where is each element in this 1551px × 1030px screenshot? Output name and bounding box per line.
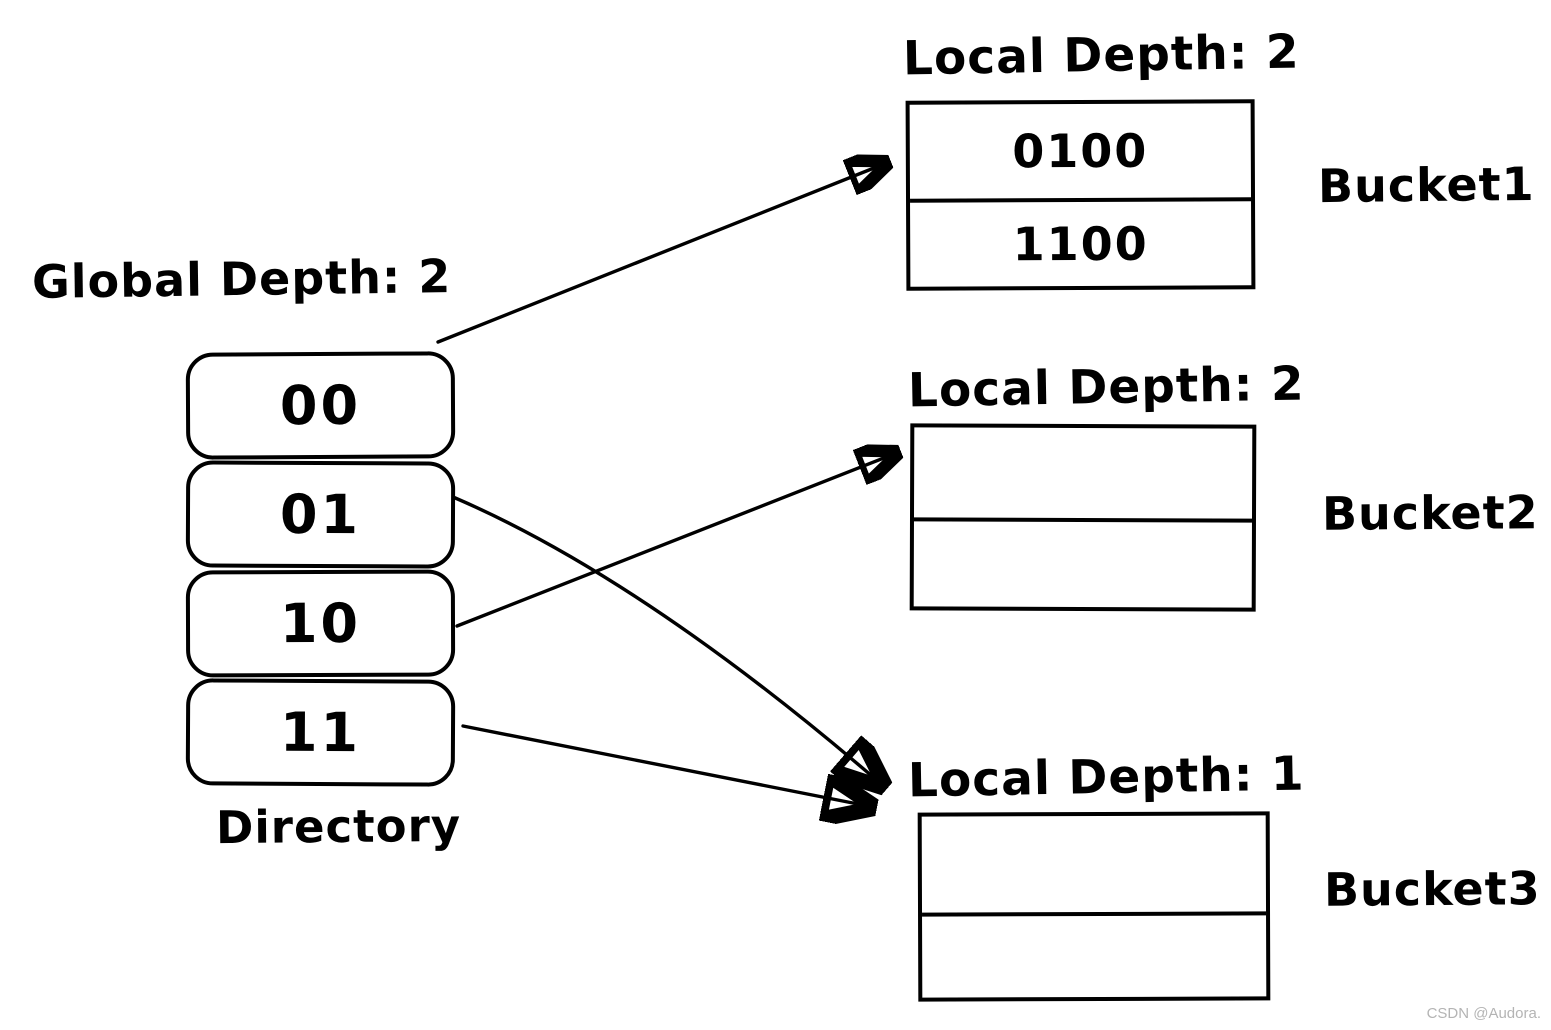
bucket3-name-label: Bucket3 [1323,861,1541,917]
directory-cell-11-label: 11 [279,700,362,765]
directory-cell-00-label: 00 [279,373,362,438]
arrow-10-to-bucket2 [455,454,894,628]
global-depth-label: Global Depth: 2 [31,249,452,309]
bucket3-slot-2 [922,911,1267,998]
bucket1-box: 0100 1100 [905,99,1256,291]
bucket2-slot-1 [914,427,1252,518]
csdn-watermark: CSDN @Audora. [1426,1005,1541,1022]
bucket1-local-depth-label: Local Depth: 2 [902,24,1301,87]
directory-cell-10-label: 10 [279,591,362,656]
directory-cell-01-label: 01 [279,482,362,547]
directory-cell-00: 00 [185,351,456,460]
bucket2-name-label: Bucket2 [1321,485,1539,541]
bucket1-slot-1: 0100 [1012,123,1149,179]
arrow-11-to-bucket3 [461,724,868,806]
bucket2-box [909,423,1257,612]
bucket3-slot-1 [922,815,1266,912]
bucket2-local-depth-label: Local Depth: 2 [907,356,1306,419]
bucket1-name-label: Bucket1 [1317,156,1535,214]
arrow-01-to-bucket3 [451,495,880,783]
arrow-00-to-bucket1 [436,164,884,344]
directory-cell-01: 01 [185,460,456,569]
directory-label: Directory [215,798,462,855]
bucket1-slot-2: 1100 [910,197,1252,287]
bucket3-local-depth-label: Local Depth: 1 [907,746,1306,809]
directory-cell-11: 11 [185,678,456,787]
bucket3-box [917,811,1271,1002]
directory-cell-10: 10 [185,569,456,678]
bucket2-slot-2 [913,517,1252,608]
